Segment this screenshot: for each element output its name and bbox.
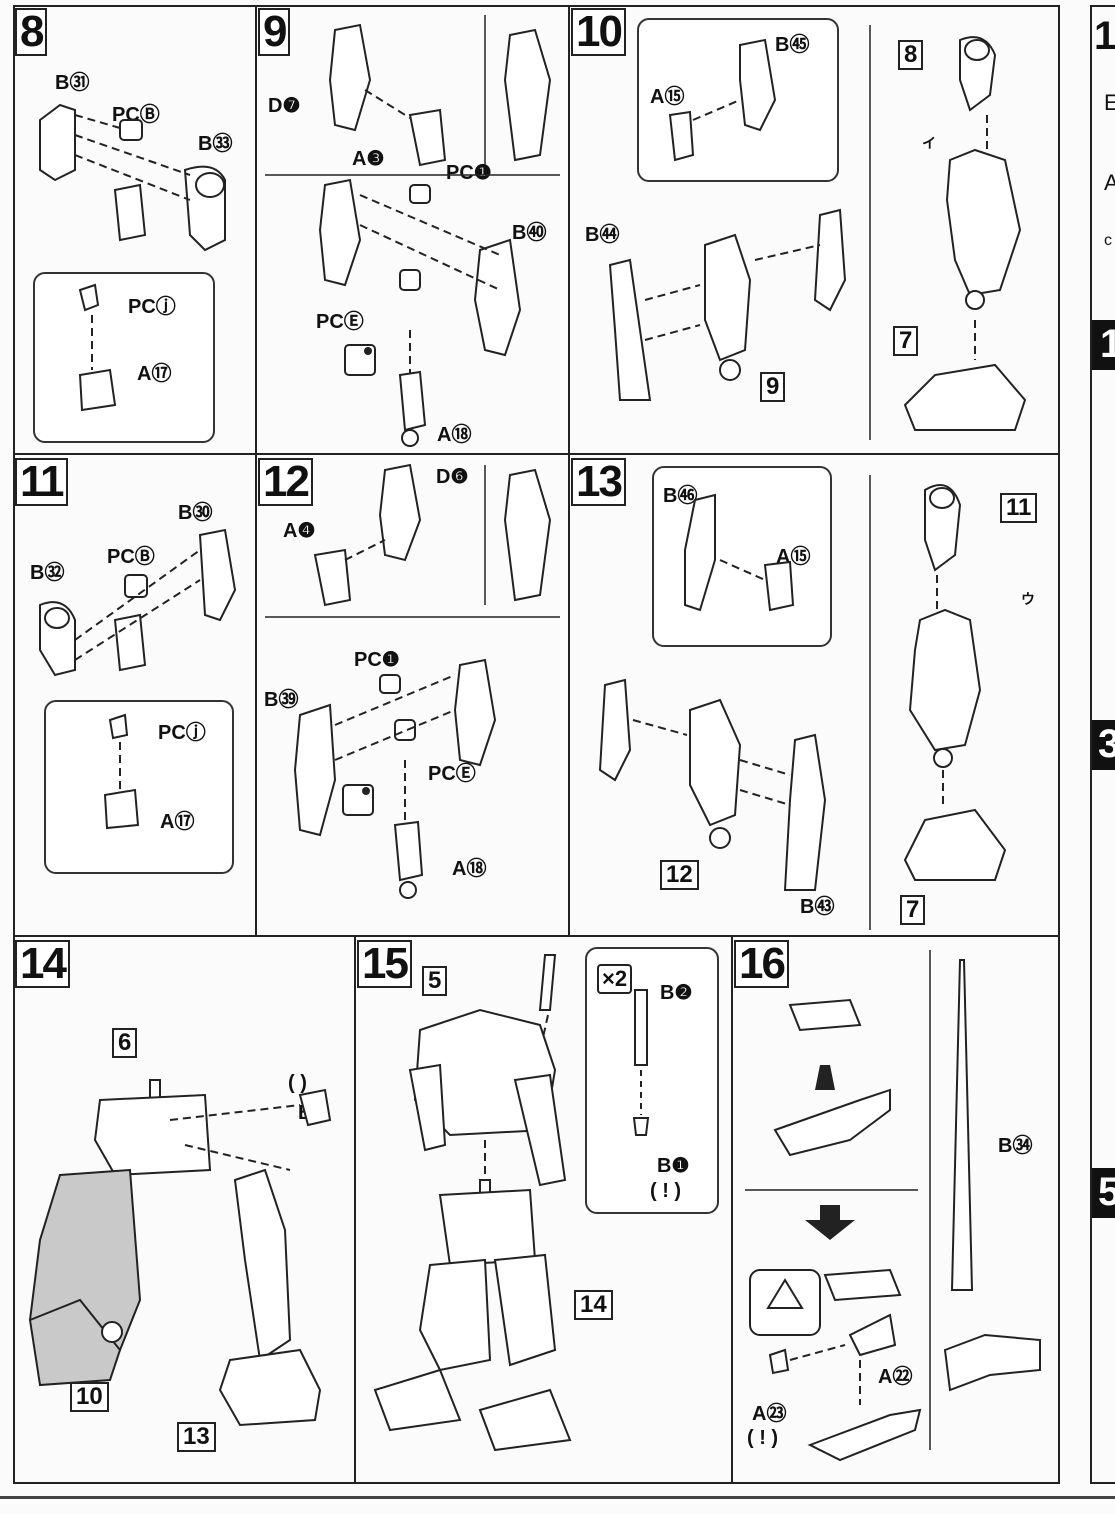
step-number-8: 8: [15, 8, 48, 56]
bottom-rule: [0, 1496, 1115, 1499]
step-8-parts-drawing: [39, 103, 226, 412]
label-b31: B㉛: [55, 72, 90, 94]
bracket-16: ( ! ): [747, 1427, 779, 1449]
col-divider-b: [568, 5, 570, 935]
col-divider-a: [255, 5, 257, 935]
ref-7: 7: [893, 326, 919, 356]
label-a4: A❹: [283, 520, 316, 542]
label-a23: A㉓: [752, 1403, 787, 1425]
label-b40: B㊵: [512, 222, 547, 244]
side-column-frame: [1090, 5, 1115, 1484]
side-bar-3: [1092, 720, 1115, 770]
step-9-parts-drawing: [265, 15, 560, 447]
step-number-10: 10: [571, 8, 626, 56]
side-num-3: 3: [1098, 722, 1115, 766]
ref-11: 11: [1000, 493, 1038, 523]
step-number-14: 14: [15, 940, 70, 988]
label-b39: B㊴: [264, 689, 299, 711]
side-bar-5: [1092, 1168, 1115, 1218]
label-b32: B㉜: [30, 562, 65, 584]
step-12-parts-drawing: [265, 463, 560, 899]
side-letter-c: c: [1104, 232, 1112, 249]
step-10-parts-drawing: [608, 25, 1027, 440]
ref-10: 10: [70, 1382, 109, 1412]
row-divider-1: [13, 453, 1060, 455]
label-a17-11: A⑰: [160, 811, 195, 833]
ref-13: 13: [177, 1422, 216, 1452]
ref-7-13: 7: [900, 895, 926, 925]
step-13-parts-drawing: [598, 475, 1007, 930]
step-number-15: 15: [357, 940, 412, 988]
ref-6: 6: [112, 1028, 138, 1058]
side-step-partial: 1: [1094, 14, 1115, 58]
label-pcj: PCⓙ: [128, 296, 176, 318]
label-pce-12: PCⒺ: [428, 763, 476, 785]
label-b44: B㊹: [585, 224, 620, 246]
times-two: ×2: [597, 964, 633, 994]
label-a15: A⑮: [650, 86, 685, 108]
label-b43: B㊸: [800, 896, 835, 918]
mark-u: ウ: [1021, 591, 1035, 607]
side-num-5: 5: [1098, 1170, 1115, 1214]
bracket-15: ( ! ): [650, 1180, 682, 1202]
step-number-11: 11: [15, 458, 68, 506]
label-a18: A⑱: [437, 424, 472, 446]
ref-12: 12: [660, 860, 699, 890]
label-a17: A⑰: [137, 363, 172, 385]
detail-box-8: [33, 272, 215, 443]
label-d6: D❻: [436, 466, 469, 488]
step-15-robot-drawing: [373, 954, 650, 1452]
side-letter-e: E: [1104, 90, 1115, 115]
step-11-parts-drawing: [39, 528, 237, 830]
detail-box-11: [44, 700, 234, 874]
label-d7: D❼: [268, 95, 301, 117]
label-a3: A❸: [352, 148, 385, 170]
detail-box-13: [652, 466, 832, 647]
label-b46: B㊻: [663, 485, 698, 507]
step-number-16: 16: [734, 940, 789, 988]
label-b33: B㉝: [198, 133, 233, 155]
label-pcj-11: PCⓙ: [158, 722, 206, 744]
side-bar-1: [1092, 320, 1115, 370]
ref-9: 9: [760, 372, 786, 402]
label-b1: B❶: [657, 1155, 690, 1177]
label-a18-12: A⑱: [452, 858, 487, 880]
bracket-14: ( ): [288, 1072, 307, 1094]
label-b34: B㉞: [998, 1135, 1033, 1157]
step-number-12: 12: [258, 458, 313, 506]
step-16-weapon-drawing: [745, 950, 1041, 1462]
label-pce: PCⒺ: [316, 311, 364, 333]
mark-i: イ: [922, 135, 936, 151]
label-b30: B㉚: [178, 502, 213, 524]
label-a22: A㉒: [878, 1366, 913, 1388]
step-number-13: 13: [571, 458, 626, 506]
side-num-1: 1: [1100, 322, 1115, 366]
side-letter-a: A: [1104, 170, 1115, 195]
col-divider-c: [354, 935, 356, 1484]
label-b2: B❷: [660, 982, 693, 1004]
label-pc1-12: PC❶: [354, 649, 400, 671]
detail-box-15: [585, 947, 719, 1214]
detail-box-10: [637, 18, 839, 182]
col-divider-d: [731, 935, 733, 1484]
label-pcb-11: PCⒷ: [107, 546, 155, 568]
ref-5: 5: [422, 966, 448, 996]
step-14-legs-drawing: [28, 1079, 332, 1427]
main-grid-frame: [13, 5, 1060, 1484]
step-number-9: 9: [258, 8, 291, 56]
row-divider-2: [13, 935, 1060, 937]
label-b45: B㊺: [775, 34, 810, 56]
ref-14: 14: [574, 1290, 613, 1320]
label-pc1: PC❶: [446, 162, 492, 184]
ref-8: 8: [898, 40, 924, 70]
